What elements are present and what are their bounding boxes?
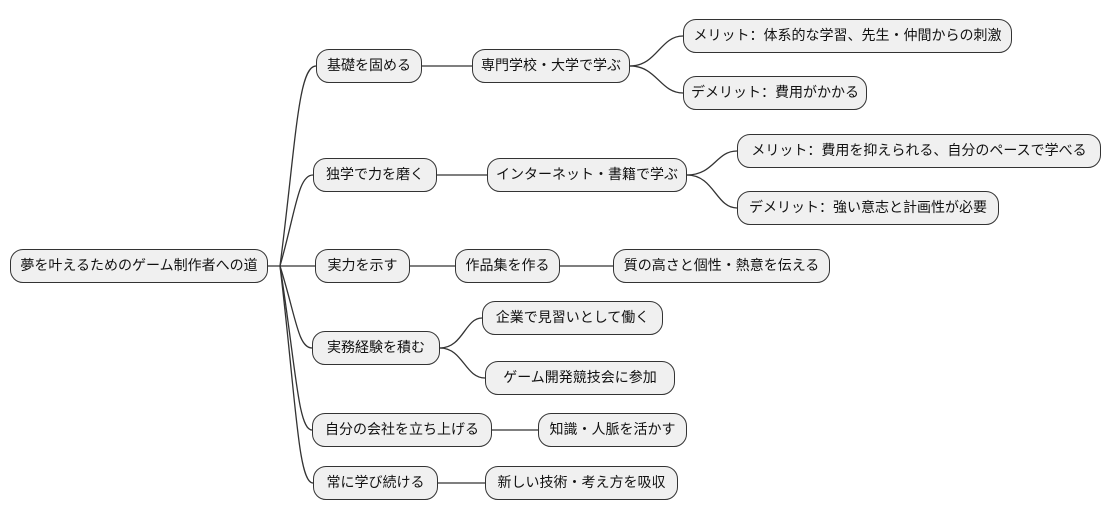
node-root-path-to-game-creator: 夢を叶えるためのゲーム制作者への道 <box>10 249 268 283</box>
edge-school-to-demerit <box>629 65 684 94</box>
edge-root-to-self-study <box>279 174 314 267</box>
edge-root-to-gain-experience <box>279 265 313 349</box>
node-use-knowledge-network: 知識・人脈を活かす <box>538 413 687 447</box>
node-solidify-basics: 基礎を固める <box>316 49 422 83</box>
node-absorb-new-tech: 新しい技術・考え方を吸収 <box>485 466 678 500</box>
node-learn-at-school: 専門学校・大学で学ぶ <box>472 49 630 83</box>
edge-root-to-solidify-basics <box>279 65 317 267</box>
edge-experience-to-apprentice <box>439 317 483 349</box>
node-self-study: 独学で力を磨く <box>313 158 437 192</box>
edge-internet-to-merit <box>686 150 738 176</box>
node-start-company: 自分の会社を立ち上げる <box>312 413 492 447</box>
node-join-game-jam: ゲーム開発競技会に参加 <box>485 361 675 395</box>
node-make-portfolio: 作品集を作る <box>455 249 560 283</box>
node-portfolio-point: 質の高さと個性・熱意を伝える <box>613 249 830 283</box>
node-gain-experience: 実務経験を積む <box>312 331 440 365</box>
edge-root-to-keep-learning <box>279 265 314 484</box>
edge-experience-to-gamejam <box>439 347 486 379</box>
node-learn-internet-books: インターネット・書籍で学ぶ <box>487 158 687 192</box>
edge-school-to-merit <box>629 35 684 67</box>
node-show-ability: 実力を示す <box>315 249 410 283</box>
node-self-study-demerit: デメリット：強い意志と計画性が必要 <box>737 191 999 225</box>
node-work-as-apprentice: 企業で見習いとして働く <box>482 301 663 335</box>
node-keep-learning: 常に学び続ける <box>313 466 438 500</box>
node-self-study-merit: メリット：費用を抑えられる、自分のペースで学べる <box>737 134 1101 168</box>
edge-internet-to-demerit <box>686 174 738 209</box>
node-school-merit: メリット：体系的な学習、先生・仲間からの刺激 <box>683 19 1012 53</box>
edge-root-to-start-company <box>279 265 313 431</box>
node-school-demerit: デメリット：費用がかかる <box>683 76 867 110</box>
